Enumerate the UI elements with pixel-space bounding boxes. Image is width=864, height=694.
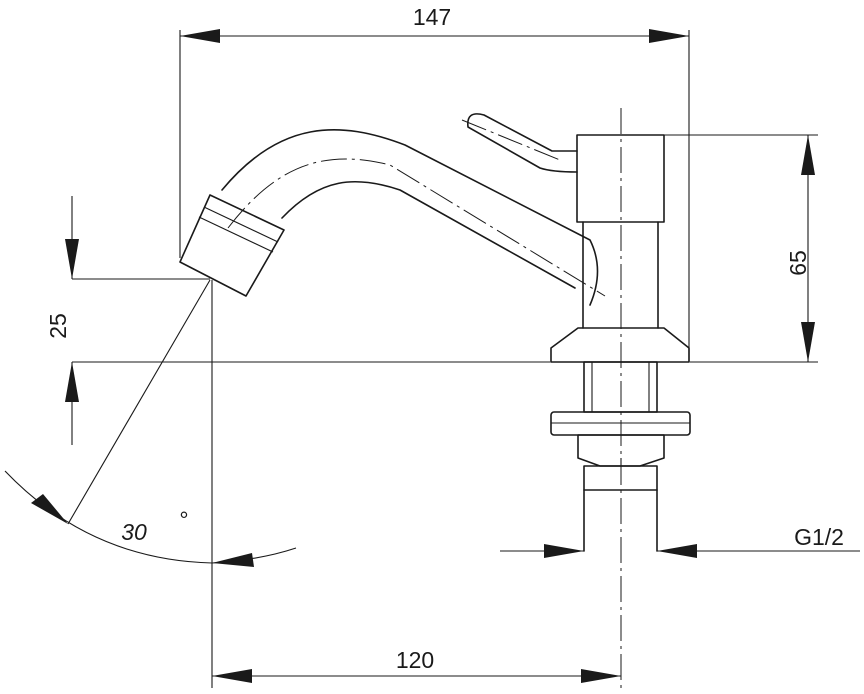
- arrowhead-angle-right: [212, 553, 254, 567]
- center-lines: [227, 108, 622, 690]
- angle-degree-symbol: °: [179, 507, 188, 533]
- arrowhead-thread-right: [657, 544, 697, 558]
- arrowhead-right-top: [801, 135, 815, 175]
- arrowhead-bottom-left: [212, 669, 252, 683]
- overall-width-label: 147: [413, 4, 451, 30]
- spout-height-label: 25: [45, 313, 71, 339]
- thread-size-label: G1/2: [794, 524, 844, 550]
- base-flange: [550, 327, 690, 363]
- dimension-lines: [4, 29, 860, 688]
- arrowhead-left-top: [65, 239, 79, 279]
- arrowhead-right-bottom: [801, 322, 815, 362]
- arrowhead-angle-left: [31, 494, 68, 524]
- angle-label: 30: [121, 519, 147, 545]
- spout: [179, 129, 599, 306]
- arrowhead-top-right: [649, 29, 689, 43]
- faucet-body: [467, 113, 691, 552]
- arrowhead-left-bottom: [65, 362, 79, 402]
- valve-cap: [576, 134, 665, 223]
- arrowhead-bottom-right: [581, 669, 621, 683]
- reach-label: 120: [396, 647, 434, 673]
- threaded-shank: [583, 465, 658, 491]
- arrowhead-top-left: [180, 29, 220, 43]
- aerator: [179, 194, 285, 297]
- spout-inner-edge: [281, 180, 576, 289]
- body-height-label: 65: [785, 250, 811, 276]
- spout-outer-edge: [221, 129, 599, 306]
- lever-handle: [467, 113, 578, 173]
- arrowhead-thread-left: [544, 544, 584, 558]
